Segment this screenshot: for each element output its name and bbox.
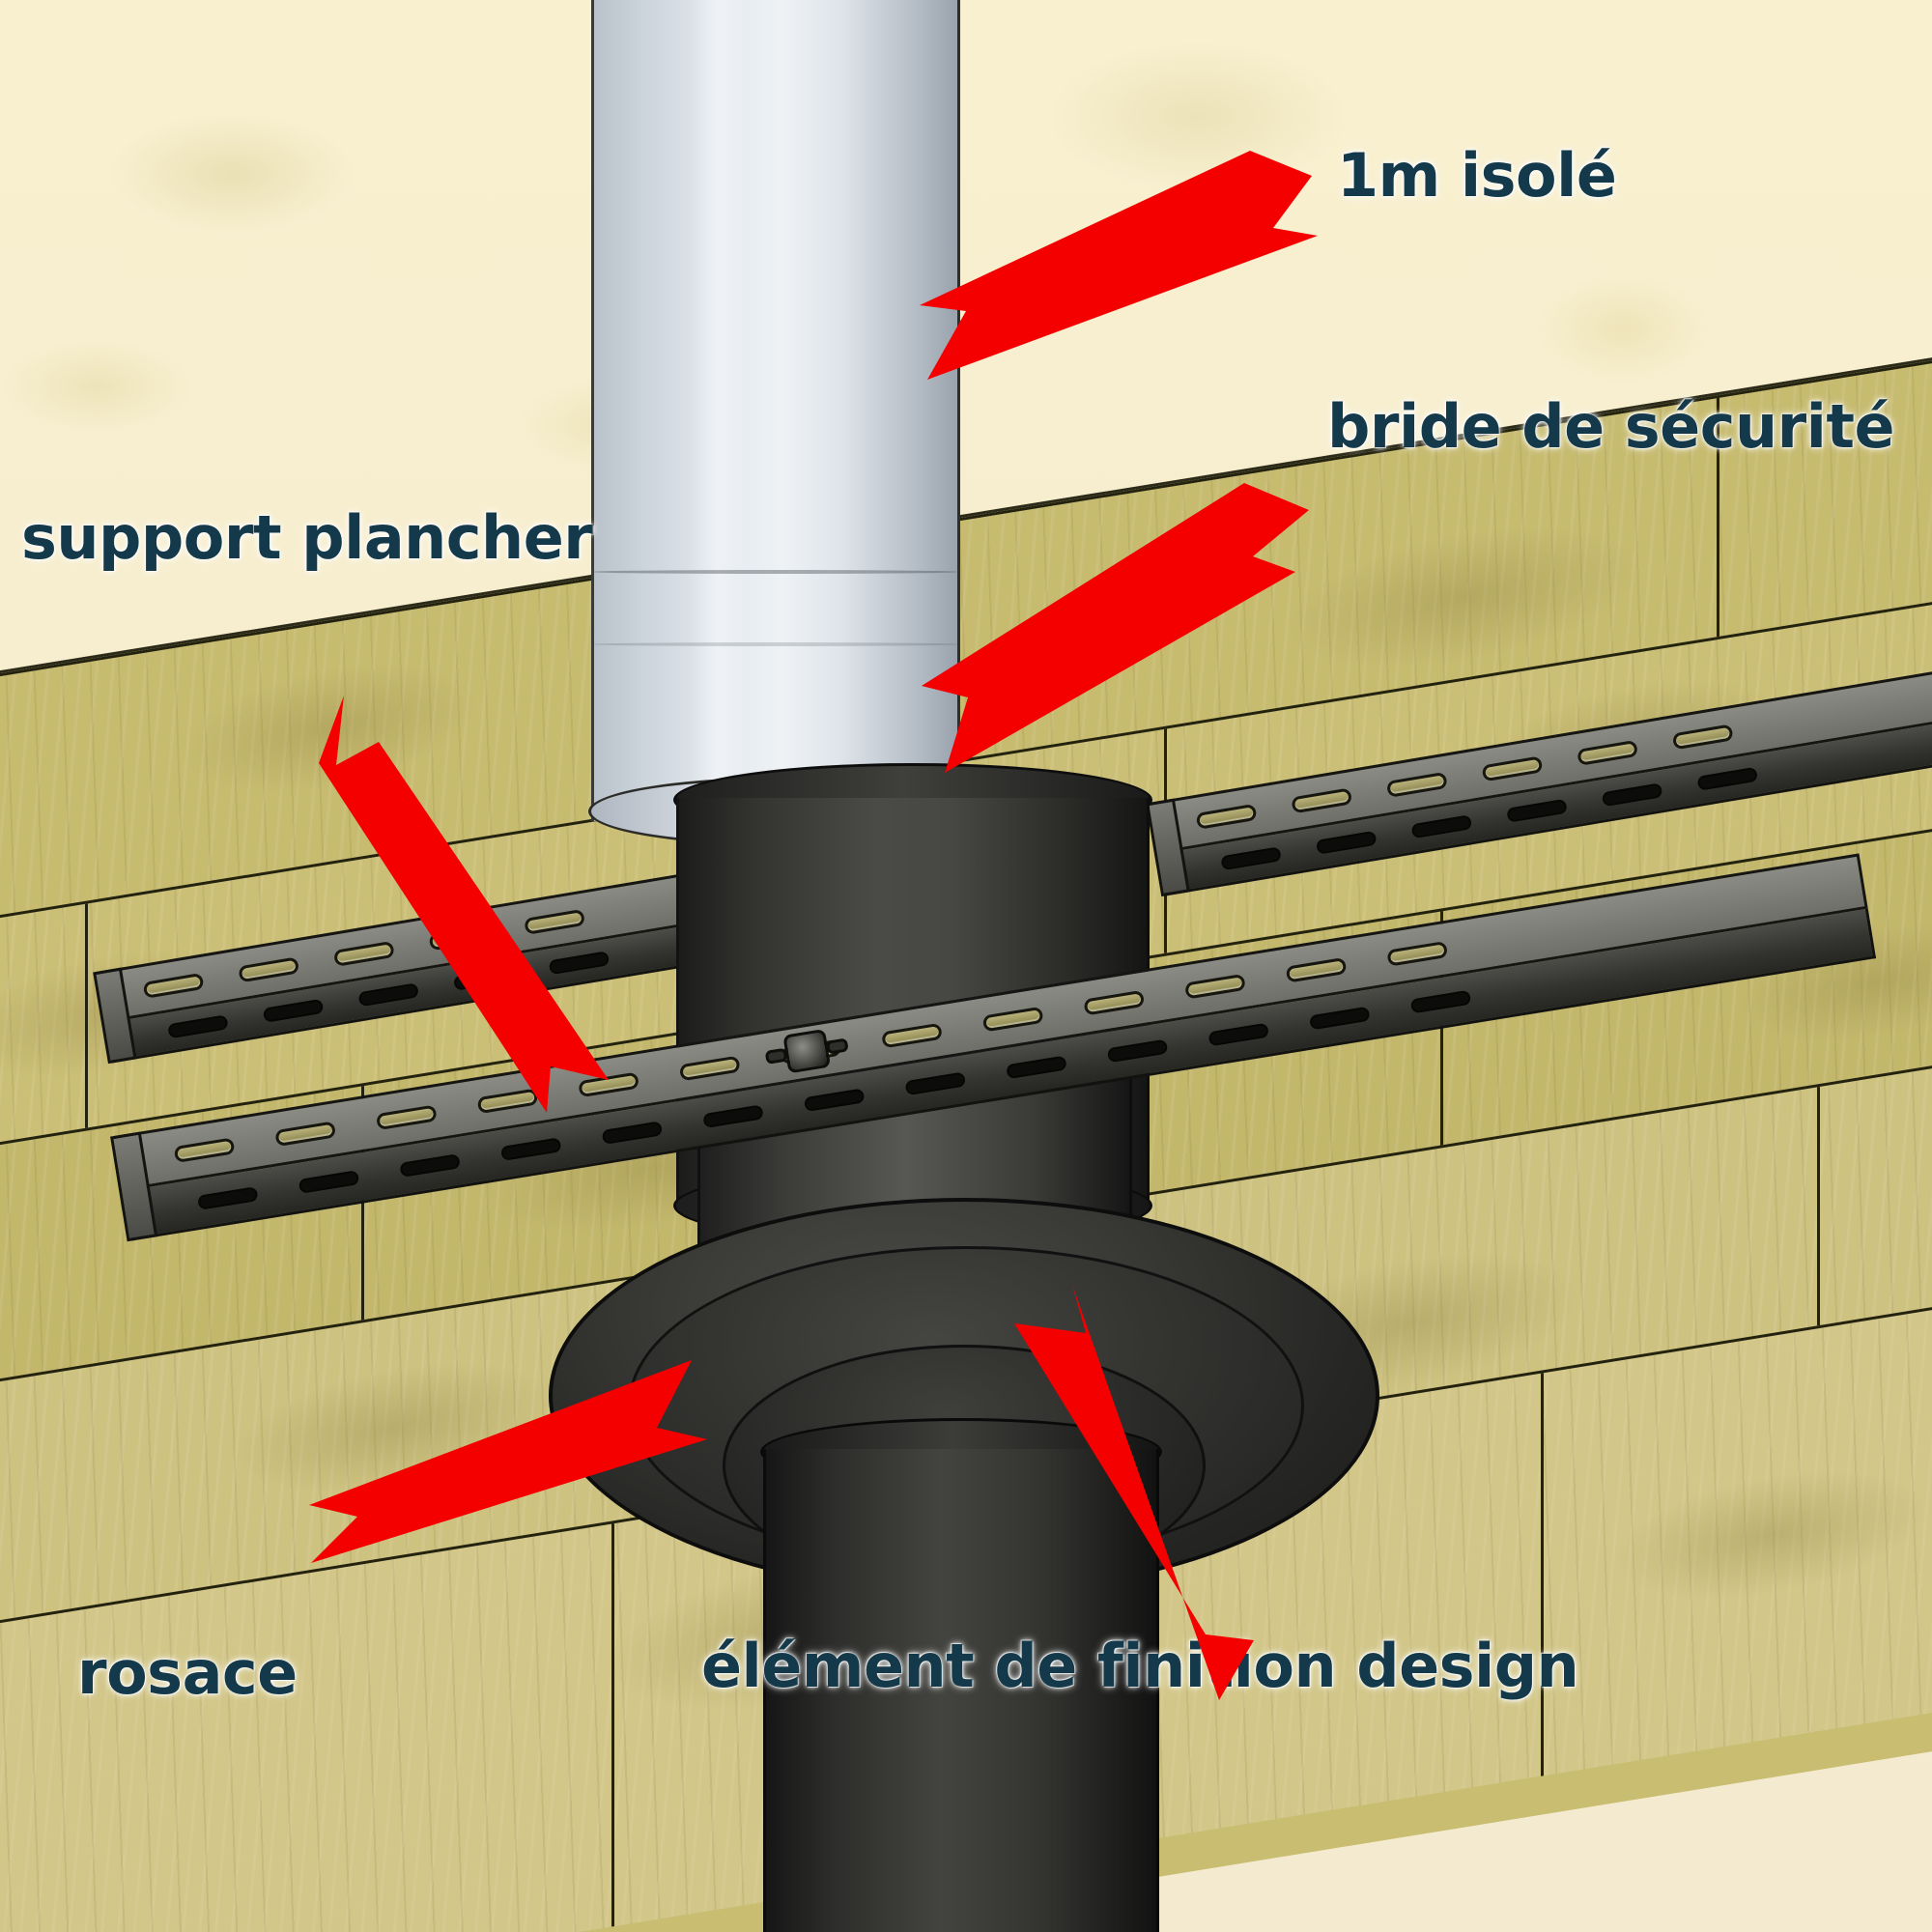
- insulated-flue-pipe: [591, 0, 960, 821]
- label-bride-de-securite: bride de sécurité: [1327, 391, 1895, 462]
- label-support-plancher: support plancher: [21, 502, 593, 573]
- arrow-shape: [1014, 1285, 1254, 1700]
- arrow-shape: [920, 151, 1318, 380]
- label-rosace: rosace: [77, 1637, 298, 1708]
- arrow-shape: [309, 1360, 707, 1563]
- arrow-shape: [319, 696, 609, 1113]
- label-element-de-finition-design: élément de finition design: [701, 1631, 1579, 1701]
- label-1m-isole: 1m isolé: [1337, 140, 1617, 211]
- lower-flue-pipe: [763, 1449, 1159, 1932]
- arrow-shape: [922, 483, 1309, 773]
